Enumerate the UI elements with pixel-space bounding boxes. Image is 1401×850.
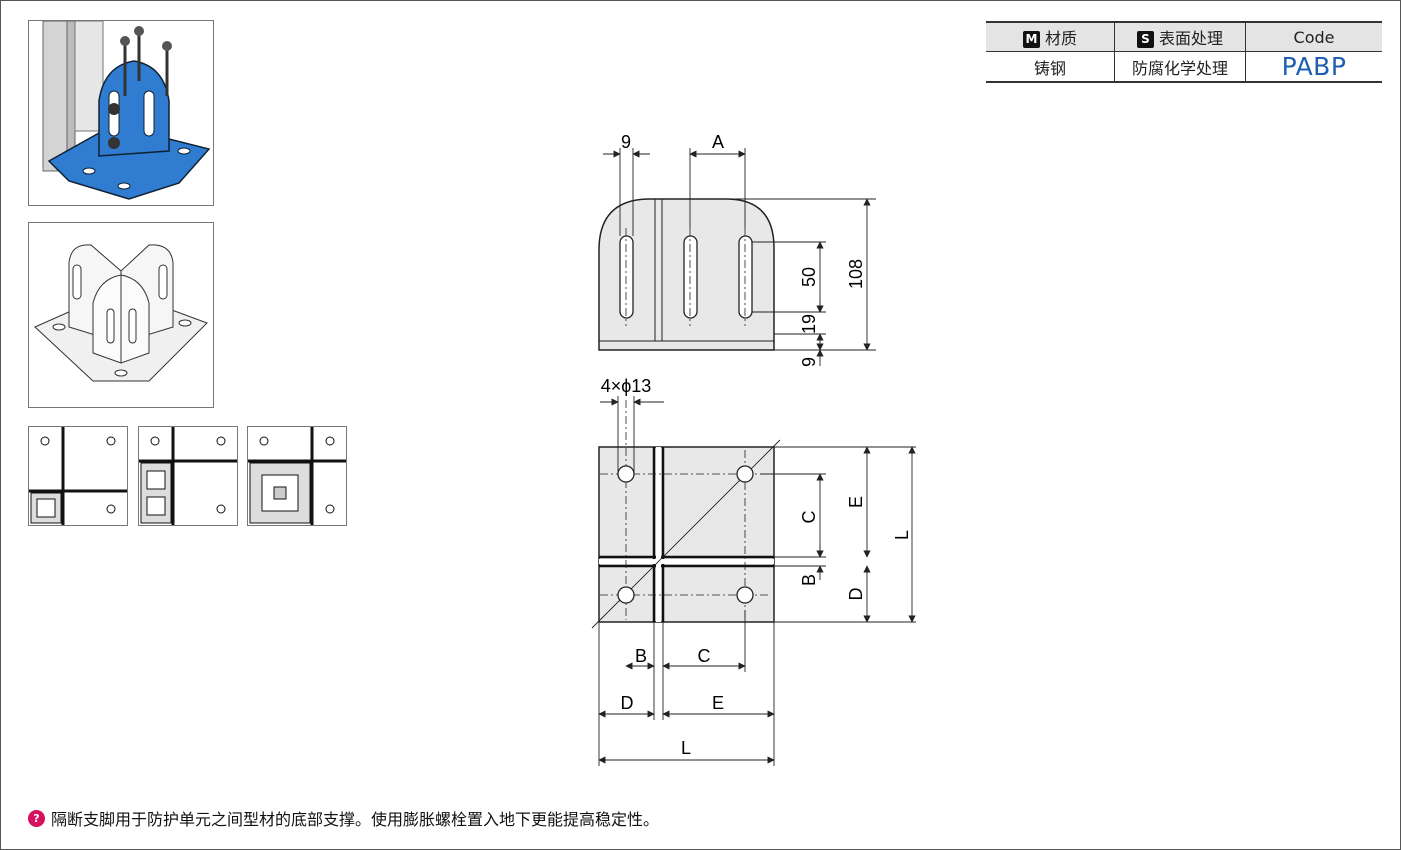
dim-c-bottom: C — [698, 646, 711, 666]
usage-example-1 — [28, 426, 128, 526]
top-view: 4×ϕ13 C B E D L B C D E L — [591, 376, 916, 766]
material-value: 铸钢 — [986, 51, 1115, 83]
surface-badge-icon: S — [1136, 31, 1154, 48]
dim-9-bottom: 9 — [799, 357, 819, 367]
usage-note: ? 隔断支脚用于防护单元之间型材的底部支撑。使用膨胀螺栓置入地下更能提高稳定性。 — [28, 806, 659, 830]
usage-example-2 — [138, 426, 238, 526]
dim-9-top: 9 — [621, 132, 631, 152]
usage-example-3 — [247, 426, 347, 526]
dim-108: 108 — [846, 259, 866, 289]
dim-d-right: D — [846, 588, 866, 601]
surface-value: 防腐化学处理 — [1114, 51, 1246, 83]
material-badge-icon: M — [1022, 31, 1040, 48]
dim-d-bottom: D — [621, 693, 634, 713]
dim-b-right: B — [799, 574, 819, 586]
dim-c-right: C — [799, 511, 819, 524]
dim-l-right: L — [892, 530, 912, 540]
dim-l-bottom: L — [681, 738, 691, 758]
code-value: PABP — [1245, 51, 1382, 83]
usage-note-text: 隔断支脚用于防护单元之间型材的底部支撑。使用膨胀螺栓置入地下更能提高稳定性。 — [51, 810, 660, 829]
dim-holes: 4×ϕ13 — [601, 376, 652, 396]
dim-19: 19 — [799, 314, 819, 334]
code-header: Code — [1245, 21, 1382, 52]
isometric-drawing — [28, 222, 214, 408]
installed-product-image — [28, 20, 214, 206]
dim-b-bottom: B — [635, 646, 647, 666]
spec-table-row: 铸钢 防腐化学处理 PABP — [986, 51, 1382, 83]
dim-50: 50 — [799, 267, 819, 287]
dim-e-right: E — [846, 496, 866, 508]
dim-e-bottom: E — [712, 693, 724, 713]
dim-a: A — [712, 132, 724, 152]
info-pin-icon: ? — [28, 809, 45, 827]
front-view: 9 A 50 108 19 9 — [598, 132, 876, 367]
